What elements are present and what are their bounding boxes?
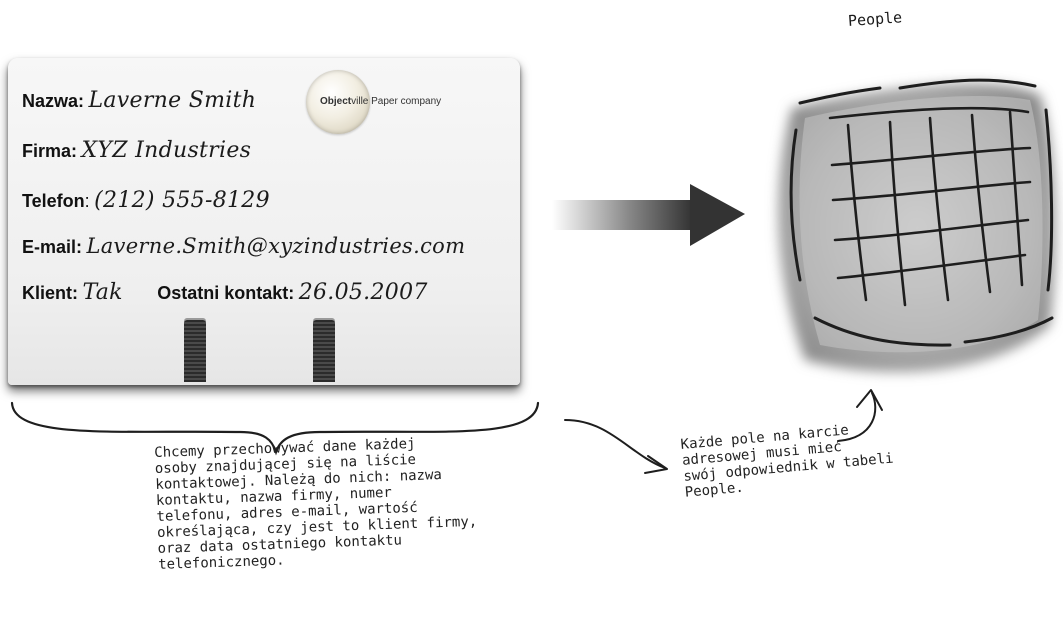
note-link-arrow [565, 420, 667, 473]
table-body [800, 96, 1043, 352]
transfer-arrow [552, 184, 745, 246]
transfer-arrow-shaft [552, 200, 692, 230]
table-title: People [847, 8, 902, 30]
transfer-arrow-head [690, 184, 745, 246]
note-contact-fields: Chcemy przechowywać dane każdej osoby zn… [154, 434, 479, 573]
people-table-sketch [778, 80, 1055, 372]
